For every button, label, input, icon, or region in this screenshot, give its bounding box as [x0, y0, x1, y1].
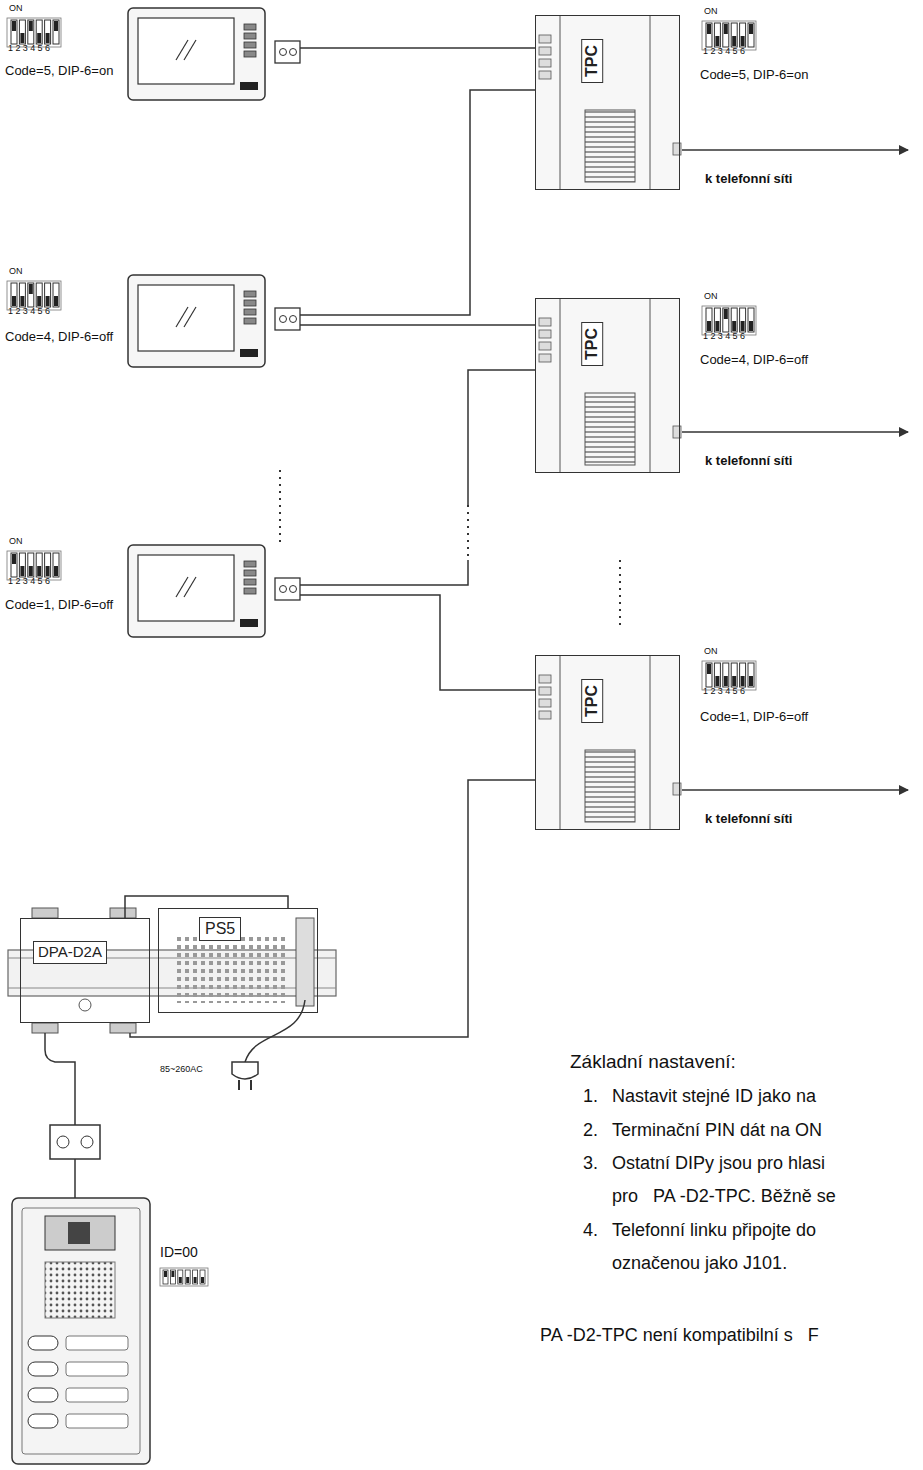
module-name: TPC [581, 322, 603, 366]
name-tag [66, 1362, 128, 1376]
dip-marking: ON [9, 266, 23, 276]
dip-marking: ON [9, 3, 23, 13]
tpc-module: TPC [535, 15, 680, 190]
note-text: Ostatní DIPy jsou pro hlasi [612, 1153, 825, 1174]
terminal [32, 1023, 58, 1033]
dip-switch [7, 551, 61, 580]
setting-label: Code=5, DIP-6=on [5, 64, 113, 79]
note-text: 2. [583, 1120, 598, 1141]
dip-switch [7, 18, 61, 47]
note-text: Telefonní linku připojte do [612, 1220, 816, 1241]
note-text: PA -D2-TPC není kompatibilní s F [540, 1325, 819, 1346]
note-text: 4. [583, 1220, 598, 1241]
call-button [28, 1388, 58, 1402]
video-monitor [128, 545, 300, 637]
tpc-housing [535, 298, 681, 473]
module-name: PS5 [199, 917, 241, 941]
mains-plug [232, 1062, 258, 1079]
terminal [110, 908, 136, 918]
terminal-strip [296, 918, 314, 1006]
dip-marking: 123456 [703, 46, 747, 56]
dip-switch [702, 21, 756, 50]
module-name: TPC [581, 679, 603, 723]
setting-label: Code=5, DIP-6=on [700, 68, 808, 83]
note-text: označenou jako J101. [612, 1253, 787, 1274]
call-button [28, 1362, 58, 1376]
tpc-module: TPC [535, 655, 680, 830]
dip-marking: ON [704, 291, 718, 301]
setting-label: k telefonní síti [705, 454, 792, 469]
setting-label: ID=00 [160, 1244, 198, 1260]
name-tag [66, 1388, 128, 1402]
speaker-grille [45, 1262, 115, 1318]
tpc-housing [535, 655, 681, 830]
dip-marking: 123456 [8, 43, 52, 53]
note-text: pro PA -D2-TPC. Běžně se [612, 1186, 836, 1207]
dip-switch [702, 306, 756, 335]
video-monitor [128, 8, 300, 100]
module-name: TPC [581, 39, 603, 83]
tpc-housing [535, 15, 681, 190]
cable [125, 896, 288, 918]
dip-marking: ON [9, 536, 23, 546]
note-text: Základní nastavení: [570, 1051, 736, 1073]
camera-window [45, 1216, 115, 1250]
note-text: 1. [583, 1086, 598, 1107]
plug-pin [250, 1080, 252, 1090]
dip-switch [160, 1268, 208, 1286]
dip-marking: 123456 [8, 576, 52, 586]
setting-label: Code=1, DIP-6=off [5, 598, 113, 613]
dip-marking: ON [704, 6, 718, 16]
dip-marking: ON [704, 646, 718, 656]
setting-label: Code=4, DIP-6=off [5, 330, 113, 345]
wire [44, 1033, 46, 1050]
dip-switch [7, 281, 61, 310]
note-text: 3. [583, 1153, 598, 1174]
dip-marking: 123456 [703, 686, 747, 696]
cable [130, 780, 535, 1037]
setting-label: Code=1, DIP-6=off [700, 710, 808, 725]
note-text: Nastavit stejné ID jako na [612, 1086, 816, 1107]
continuation-dots [280, 470, 620, 630]
dip-marking: 123456 [8, 306, 52, 316]
name-tag [66, 1336, 128, 1350]
call-button [28, 1336, 58, 1350]
power-supply: PS5 [158, 908, 318, 1013]
dip-marking: 123456 [703, 331, 747, 341]
dip-switch [702, 661, 756, 690]
terminal-screw [57, 1136, 69, 1148]
terminal-screw [81, 1136, 93, 1148]
distributor-module: DPA-D2A [20, 918, 150, 1023]
plug-pin [238, 1080, 240, 1090]
wire [74, 1159, 76, 1198]
phone-line-arrows [682, 150, 908, 790]
setting-label: Code=4, DIP-6=off [700, 353, 808, 368]
wire [45, 1050, 75, 1125]
terminal [110, 1023, 136, 1033]
door-station-panel [22, 1208, 140, 1454]
bus-wires [300, 48, 535, 690]
screw [79, 999, 91, 1011]
generated-strokes [7, 8, 756, 1428]
module-name: DPA-D2A [33, 941, 107, 964]
camera-lens [68, 1222, 90, 1244]
mains-cable [245, 1000, 305, 1062]
terminal-block [50, 1125, 100, 1159]
dip-marking: 85~260AC [160, 1064, 203, 1074]
video-monitor [128, 275, 300, 367]
vent-grid [175, 935, 285, 1003]
note-text: Terminační PIN dát na ON [612, 1120, 822, 1141]
door-station [12, 1198, 150, 1464]
name-tag [66, 1414, 128, 1428]
call-button [28, 1414, 58, 1428]
din-rail-edge [8, 988, 336, 989]
setting-label: k telefonní síti [705, 812, 792, 827]
tpc-module: TPC [535, 298, 680, 473]
terminal [32, 908, 58, 918]
setting-label: k telefonní síti [705, 172, 792, 187]
